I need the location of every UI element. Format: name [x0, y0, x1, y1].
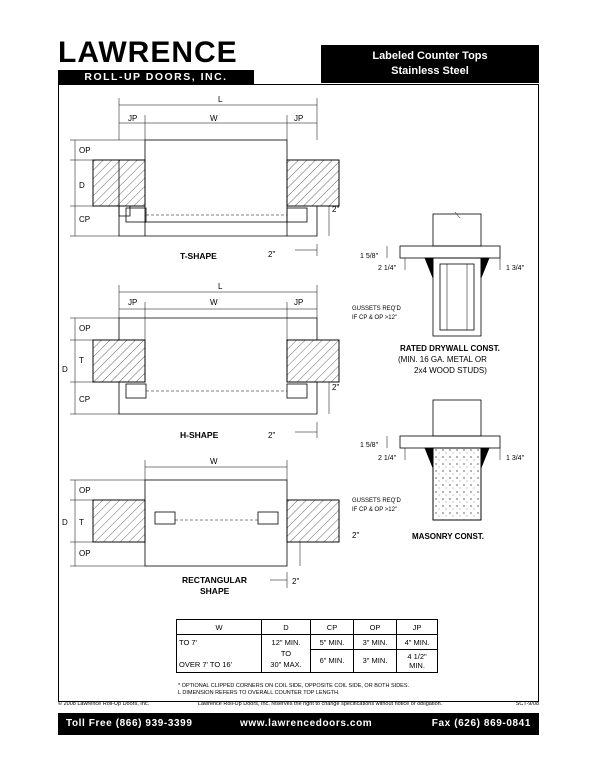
th-w: W: [176, 619, 262, 635]
company-logo: LAWRENCE ROLL-UP DOORS, INC.: [58, 38, 254, 85]
ms-dim-2: 2 1/4": [378, 455, 397, 462]
h-dim-cp: CP: [79, 395, 90, 404]
dw-gussets-1: GUSSETS REQ'D: [352, 306, 401, 312]
fax: Fax (626) 869-0841: [431, 718, 531, 729]
h-shape-drawing: [70, 285, 340, 438]
r-dim-op-top: OP: [79, 486, 91, 495]
r-dim-2a: 2": [352, 531, 359, 540]
copyright: © 2008 Lawrence Roll-Up Doors, Inc.: [58, 701, 150, 707]
t-dim-cp: CP: [79, 215, 90, 224]
t-dim-w: W: [210, 114, 218, 123]
doc-code: SCT-9/08: [515, 701, 539, 707]
notice: Lawrence Roll-Up Doors, Inc. reserves th…: [198, 701, 443, 707]
h-dim-d: D: [62, 365, 68, 374]
t-dim-d: D: [79, 181, 85, 190]
table-row: OVER 7' TO 16' 30" MAX.: [176, 657, 438, 673]
h-dim-t: T: [79, 356, 84, 365]
ms-caption: MASONRY CONST.: [412, 532, 484, 541]
logo-name: LAWRENCE: [58, 36, 238, 69]
table-row: TO 6" MIN. 3" MIN. 4 1/2" MIN.: [176, 649, 438, 673]
h-dim-w: W: [210, 298, 218, 307]
table-row: TO 7' 12" MIN. 5" MIN. 3" MIN. 4" MIN.: [176, 634, 438, 650]
ms-dim-1: 1 5/8": [360, 442, 379, 449]
th-op: OP: [353, 619, 397, 635]
t-dim-2a: 2": [332, 205, 339, 214]
dw-caption-3: 2x4 WOOD STUDS): [414, 366, 487, 375]
t-dim-2b: 2": [268, 250, 275, 259]
note-2: L DIMENSION REFERS TO OVERALL COUNTER TO…: [178, 690, 340, 696]
t-dim-op: OP: [79, 146, 91, 155]
t-dim-jp-right: JP: [294, 114, 303, 123]
rect-label-1: RECTANGULAR: [182, 575, 247, 585]
r-dim-t: T: [79, 518, 84, 527]
website-link[interactable]: www.lawrencedoors.com: [240, 718, 373, 729]
dw-dim-1: 1 5/8": [360, 253, 379, 260]
notes: * OPTIONAL CLIPPED CORNERS ON COIL SIDE,…: [178, 683, 409, 697]
masonry-detail: [386, 399, 501, 521]
r-dim-d: D: [62, 518, 68, 527]
h-dim-2a: 2": [332, 383, 339, 392]
ms-gussets-1: GUSSETS REQ'D: [352, 498, 401, 504]
th-jp: JP: [396, 619, 438, 635]
rect-shape-drawing: [70, 460, 340, 588]
table-to: TO: [261, 649, 311, 658]
toll-free: Toll Free (866) 939-3399: [66, 718, 193, 729]
logo-subtitle: ROLL-UP DOORS, INC.: [58, 70, 254, 85]
t-dim-jp-left: JP: [128, 114, 137, 123]
r-dim-2b: 2": [292, 577, 299, 586]
ms-gussets-2: IF CP & OP >12": [352, 507, 397, 513]
spec-table: W D CP OP JP TO 7' 12" MIN. 5" MIN. 3" M…: [176, 619, 438, 673]
title-line-2: Stainless Steel: [391, 65, 469, 77]
table-header-row: W D CP OP JP: [176, 619, 438, 635]
h-dim-op: OP: [79, 324, 91, 333]
t-shape-label: T-SHAPE: [180, 251, 217, 261]
t-dim-l: L: [218, 95, 223, 104]
dw-caption-1: RATED DRYWALL CONST.: [400, 344, 500, 353]
title-box: Labeled Counter Tops Stainless Steel: [321, 45, 539, 83]
rect-label-2: SHAPE: [200, 586, 230, 596]
title-line-1: Labeled Counter Tops: [372, 50, 488, 62]
h-shape-label: H-SHAPE: [180, 430, 219, 440]
r-dim-w: W: [210, 457, 218, 466]
r-dim-op-bot: OP: [79, 549, 91, 558]
drawing-frame: [58, 84, 539, 702]
th-d: D: [261, 619, 311, 635]
h-dim-l: L: [218, 282, 223, 291]
contact-bar: Toll Free (866) 939-3399 www.lawrencedoo…: [58, 713, 539, 735]
note-1: * OPTIONAL CLIPPED CORNERS ON COIL SIDE,…: [178, 683, 410, 689]
th-cp: CP: [310, 619, 354, 635]
dw-caption-2: (MIN. 16 GA. METAL OR: [398, 355, 487, 364]
h-dim-jp-right: JP: [294, 298, 303, 307]
h-dim-jp-left: JP: [128, 298, 137, 307]
dw-dim-2: 2 1/4": [378, 265, 397, 272]
ms-dim-3: 1 3/4": [506, 455, 525, 462]
dw-dim-3: 1 3/4": [506, 265, 525, 272]
drywall-detail: [386, 211, 501, 337]
t-shape-drawing: [70, 98, 340, 256]
dw-gussets-2: IF CP & OP >12": [352, 315, 397, 321]
h-dim-2b: 2": [268, 431, 275, 440]
